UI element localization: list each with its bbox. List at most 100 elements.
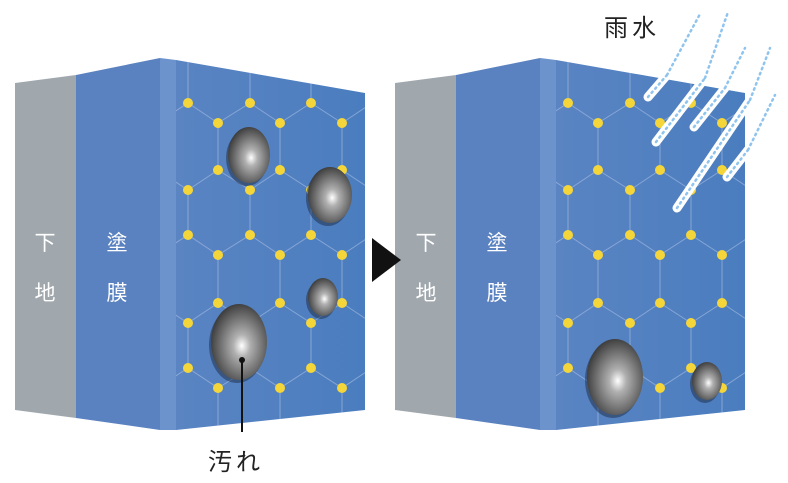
hex-node-dot bbox=[686, 318, 696, 328]
hex-edge bbox=[567, 302, 599, 324]
hex-node-dot bbox=[337, 298, 347, 308]
hex-node-dot bbox=[655, 430, 665, 440]
rain-streak-dots bbox=[675, 98, 752, 210]
hex-node-dot bbox=[686, 230, 696, 240]
substrate-char-2: 地 bbox=[415, 281, 437, 305]
hex-edge bbox=[597, 302, 631, 324]
hex-edge bbox=[659, 169, 692, 191]
coating-label-left: 塗膜 bbox=[102, 218, 132, 318]
hex-edge bbox=[556, 169, 569, 191]
hex-node-dot bbox=[367, 98, 377, 108]
hex-edge bbox=[752, 170, 783, 190]
hex-edge bbox=[249, 234, 281, 256]
hex-node-dot bbox=[655, 298, 665, 308]
hex-edge bbox=[721, 367, 745, 389]
hex-node-dot bbox=[625, 185, 635, 195]
substrate-char-1: 下 bbox=[34, 231, 56, 255]
hex-node-dot bbox=[306, 363, 316, 373]
hex-edge bbox=[690, 302, 723, 324]
hex-node-dot bbox=[593, 298, 603, 308]
hex-node-dot bbox=[778, 118, 788, 128]
hex-node-dot bbox=[367, 185, 377, 195]
hex-edge bbox=[187, 234, 219, 256]
hex-node-dot bbox=[183, 185, 193, 195]
rain-streak-dots bbox=[725, 148, 750, 179]
hex-node-dot bbox=[183, 363, 193, 373]
hex-edge bbox=[341, 302, 365, 324]
hex-node-dot bbox=[593, 165, 603, 175]
hex-edge bbox=[659, 234, 692, 256]
hex-node-dot bbox=[532, 430, 542, 440]
hex-node-dot bbox=[245, 98, 255, 108]
hex-edge bbox=[752, 368, 783, 388]
rain-drop-trail bbox=[746, 93, 777, 152]
substrate-char-2: 地 bbox=[34, 281, 56, 305]
hex-edge bbox=[279, 367, 312, 389]
hex-edge bbox=[310, 102, 343, 124]
hex-node-dot bbox=[306, 318, 316, 328]
hex-node-dot bbox=[275, 383, 285, 393]
hex-edge bbox=[279, 302, 312, 324]
hex-edge bbox=[690, 234, 723, 256]
hex-node-dot bbox=[275, 430, 285, 440]
hex-node-dot bbox=[337, 430, 347, 440]
hex-node-dot bbox=[337, 118, 347, 128]
dirt-label: 汚れ bbox=[208, 448, 264, 476]
hex-node-dot bbox=[213, 118, 223, 128]
hex-edge bbox=[567, 102, 599, 124]
hex-node-dot bbox=[747, 318, 757, 328]
hex-node-dot bbox=[213, 250, 223, 260]
hex-node-dot bbox=[778, 383, 788, 393]
rain-streaks bbox=[643, 10, 777, 213]
hex-node-dot bbox=[717, 430, 727, 440]
hex-edge bbox=[217, 102, 251, 124]
hex-edge bbox=[279, 234, 312, 256]
hex-edge bbox=[752, 103, 783, 123]
hex-edge bbox=[176, 302, 189, 324]
hex-node-dot bbox=[747, 185, 757, 195]
rain-streak-dots bbox=[646, 73, 669, 99]
coating-edge-strip bbox=[160, 58, 176, 430]
coating-char-2: 膜 bbox=[486, 281, 508, 305]
rain-drop-trail bbox=[748, 46, 772, 102]
hex-edge bbox=[752, 303, 783, 323]
hex-node-dot bbox=[398, 430, 408, 440]
hex-edge bbox=[597, 169, 631, 191]
dirt-particle bbox=[587, 339, 643, 415]
hex-edge bbox=[629, 102, 661, 124]
hex-node-dot bbox=[563, 230, 573, 240]
hex-node-dot bbox=[306, 230, 316, 240]
substrate-label-right: 下地 bbox=[411, 218, 441, 318]
rain-label: 雨水 bbox=[604, 14, 660, 42]
hex-edge bbox=[176, 102, 189, 124]
substrate-char-1: 下 bbox=[415, 231, 437, 255]
hex-node-dot bbox=[275, 118, 285, 128]
hex-node-dot bbox=[778, 165, 788, 175]
hex-edge bbox=[597, 234, 631, 256]
hex-node-dot bbox=[717, 298, 727, 308]
hex-edge bbox=[341, 102, 365, 124]
hex-edge bbox=[567, 169, 599, 191]
hex-edge bbox=[556, 302, 569, 324]
hex-edge bbox=[187, 102, 219, 124]
hex-node-dot bbox=[275, 298, 285, 308]
rain-drop-trail bbox=[703, 10, 730, 80]
hex-edge bbox=[310, 234, 343, 256]
dirt-particle bbox=[211, 304, 267, 380]
rain-drop-trail bbox=[723, 46, 747, 90]
hex-edge bbox=[176, 169, 189, 191]
coating-face bbox=[176, 60, 365, 430]
hex-node-dot bbox=[213, 298, 223, 308]
rain-streak-dots bbox=[654, 76, 707, 144]
hex-node-dot bbox=[778, 298, 788, 308]
hex-edge bbox=[310, 367, 343, 389]
hex-edge bbox=[249, 169, 281, 191]
hex-node-dot bbox=[778, 430, 788, 440]
dirt-particle bbox=[308, 278, 338, 316]
hex-edge bbox=[659, 302, 692, 324]
coating-label-right: 塗膜 bbox=[482, 218, 512, 318]
hex-edge bbox=[567, 234, 599, 256]
hex-node-dot bbox=[625, 318, 635, 328]
